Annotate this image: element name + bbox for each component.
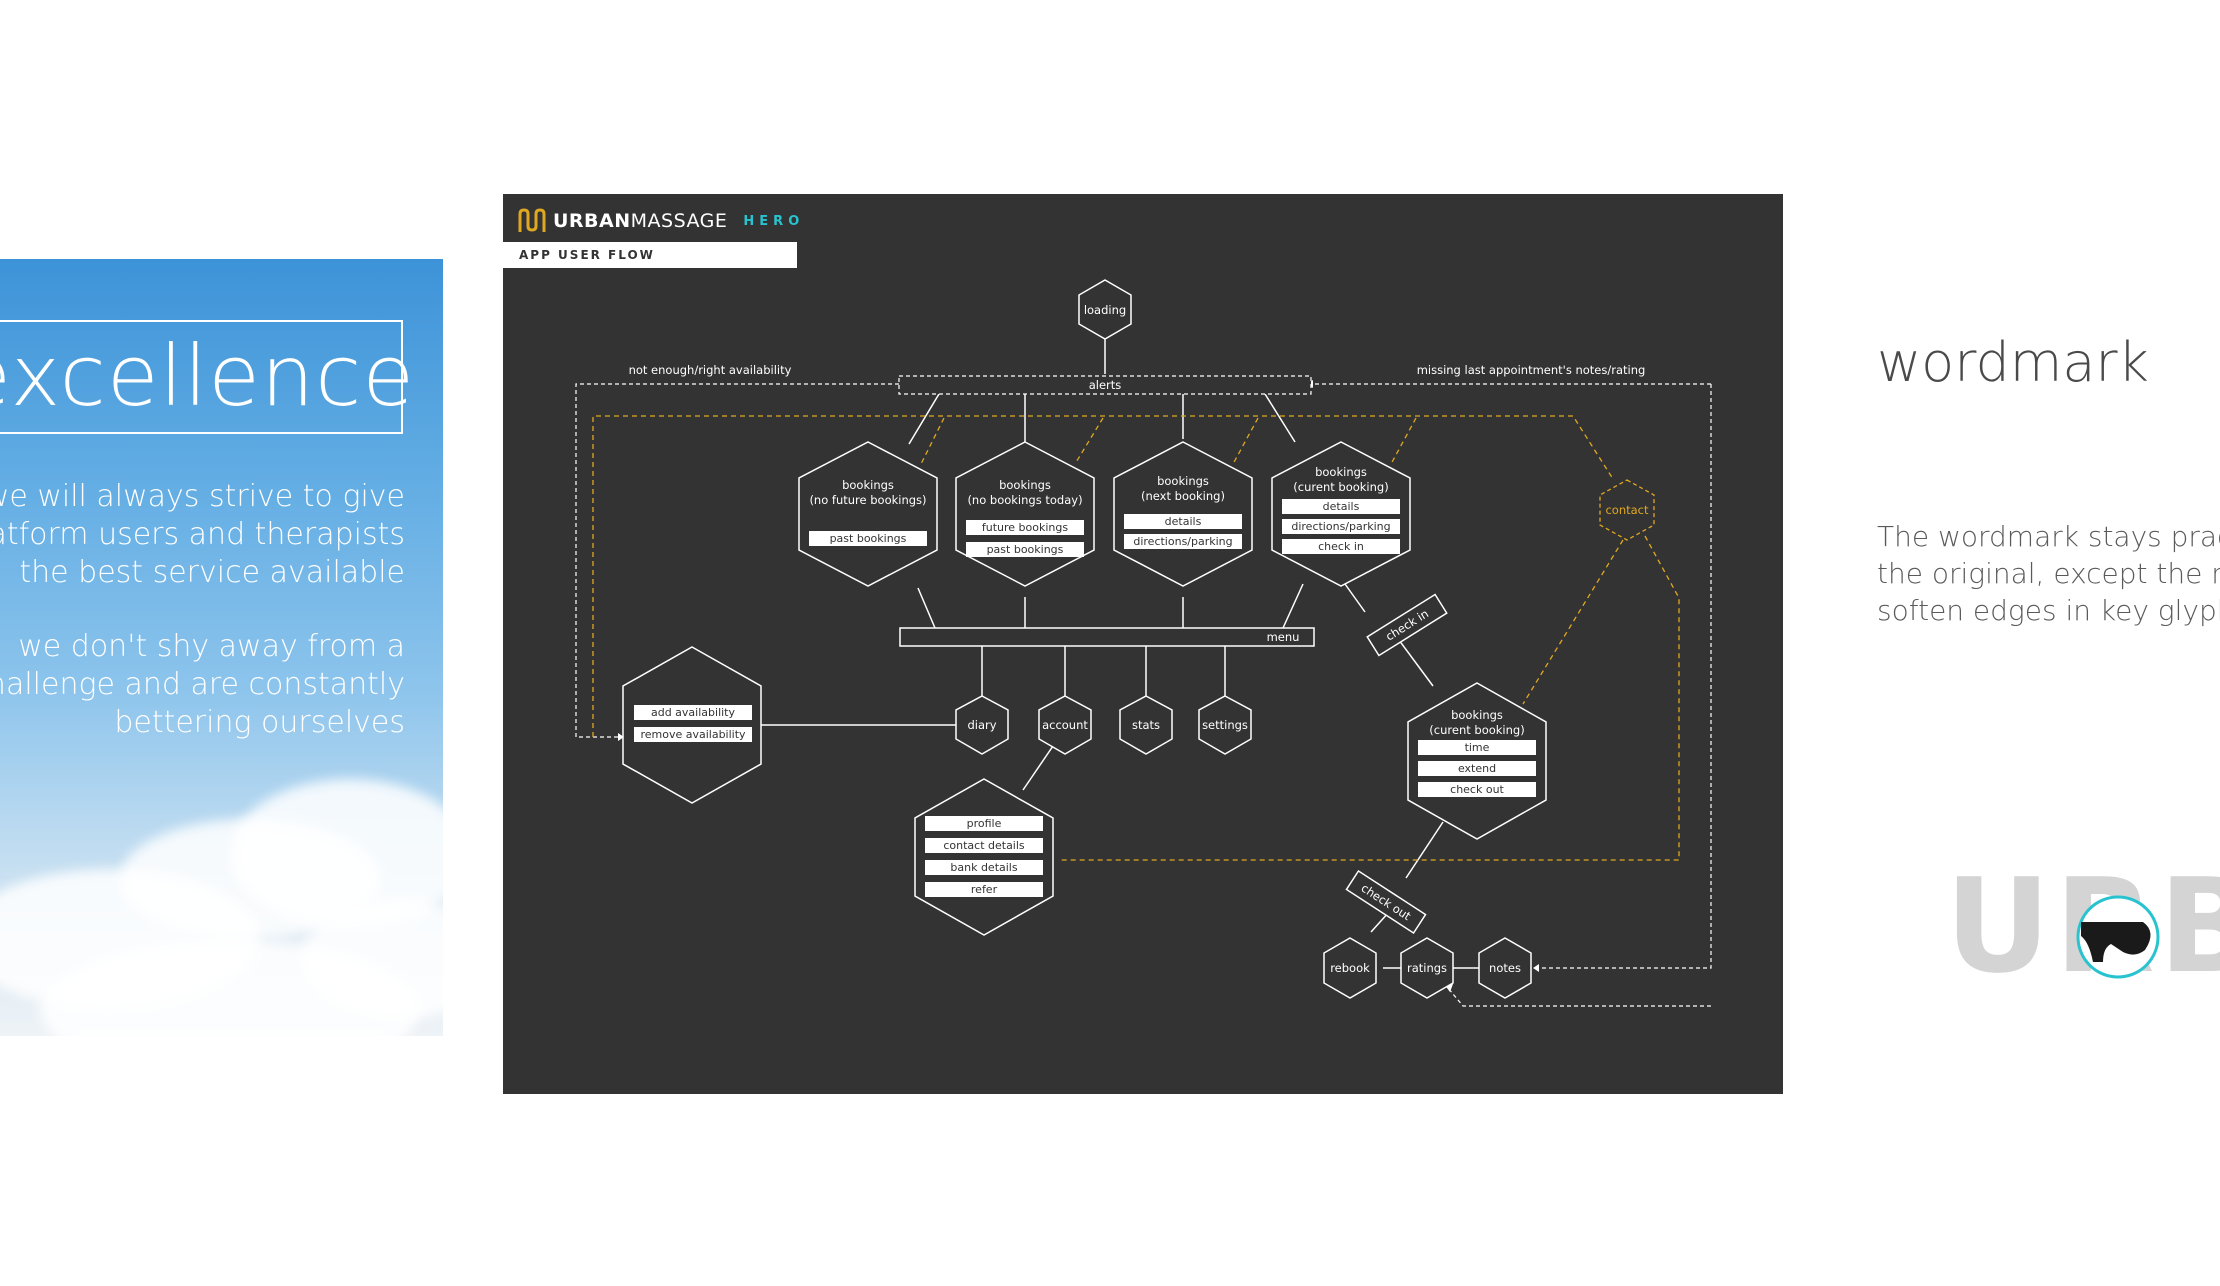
check-in-tag [1366,593,1448,657]
alerts-bar [898,375,1312,395]
wordmark-description-line: the original, except the new [1877,557,2220,590]
um-logo-icon [518,208,546,232]
flow-graph: loading alerts not enough/right availabi… [575,279,1712,1007]
contact-label: contact [1605,503,1649,517]
bookings-subtitle: (next booking) [1141,489,1225,503]
excellence-frame [0,320,403,434]
notes-label: notes [1489,961,1521,975]
logo-hero: HERO [743,213,805,229]
bookings-item: directions/parking [1291,520,1390,533]
logo-urban: URBAN [553,210,631,232]
menu-bar [899,627,1315,647]
loading-label: loading [1084,303,1126,317]
rebook-label: rebook [1330,961,1370,975]
bookings-title: bookings [999,478,1051,492]
diary-label: diary [967,718,996,732]
account-details-node [914,778,1054,936]
rebook-node [1323,937,1377,999]
bookings-item: past bookings [987,543,1064,556]
subtitle-bar: APP USER FLOW [503,242,797,268]
bookings-subtitle: (curent booking) [1293,480,1388,494]
diary-node [955,695,1009,755]
account-item: bank details [950,861,1017,874]
value-line: platform users and therapists [0,517,405,552]
bookings-subtitle: (no future bookings) [809,493,926,507]
account-label: account [1042,718,1088,732]
wordmark-description-line: soften edges in key glyphs [1877,594,2220,627]
excellence-title: excellence [0,327,415,425]
app-user-flow-diagram: URBAN MASSAGE HERO APP USER FLOW [503,194,1783,1094]
value-line: the best service available [19,555,405,590]
bookings-no-today-node [955,441,1095,587]
diagram-subtitle: APP USER FLOW [519,248,655,262]
bookings-item: check out [1450,783,1504,796]
ratings-label: ratings [1407,961,1447,975]
availability-node [622,646,762,804]
bookings-item: past bookings [830,532,907,545]
alerts-label: alerts [1089,378,1122,392]
value-line: we will always strive to give [0,479,405,514]
availability-item: add availability [651,706,736,719]
bookings-item: check in [1318,540,1364,553]
wordmark-title: wordmark [1877,331,2149,394]
settings-node [1198,695,1252,755]
right-note: missing last appointment's notes/rating [1417,363,1646,377]
value-line: challenge and are constantly [0,667,405,702]
notes-node [1478,937,1532,999]
value-line: we don't shy away from a [18,629,405,664]
settings-label: settings [1202,718,1248,732]
availability-item: remove availability [640,728,746,741]
bookings-title: bookings [1157,474,1209,488]
logo-massage: MASSAGE [630,210,728,232]
account-item: refer [971,883,998,896]
bookings-subtitle: (no bookings today) [967,493,1082,507]
urbanmassage-logo: URBAN MASSAGE HERO [517,208,804,234]
stats-node [1119,695,1173,755]
bookings-item: details [1165,515,1202,528]
account-node [1038,695,1092,755]
bookings-subtitle: (curent booking) [1429,723,1524,737]
bookings-item: future bookings [982,521,1068,534]
bookings-item: time [1465,741,1490,754]
menu-label: menu [1267,630,1300,644]
glyph-detail-icon [2076,895,2160,979]
ratings-node [1400,937,1454,999]
bookings-no-future-node [798,441,938,587]
value-line: bettering ourselves [114,705,405,740]
bookings-item: details [1323,500,1360,513]
bookings-title: bookings [1451,708,1503,722]
check-out-tag [1345,869,1427,935]
excellence-panel: excellence we will always strive to give… [0,259,443,1036]
bookings-title: bookings [1315,465,1367,479]
left-note: not enough/right availability [629,363,792,377]
account-item: profile [967,817,1002,830]
bookings-item: directions/parking [1133,535,1232,548]
wordmark-description-line: The wordmark stays practically [1877,520,2220,553]
loading-node [1078,279,1132,340]
stats-label: stats [1132,718,1160,732]
bookings-title: bookings [842,478,894,492]
contact-node [1599,479,1655,541]
account-item: contact details [943,839,1025,852]
bookings-item: extend [1458,762,1496,775]
